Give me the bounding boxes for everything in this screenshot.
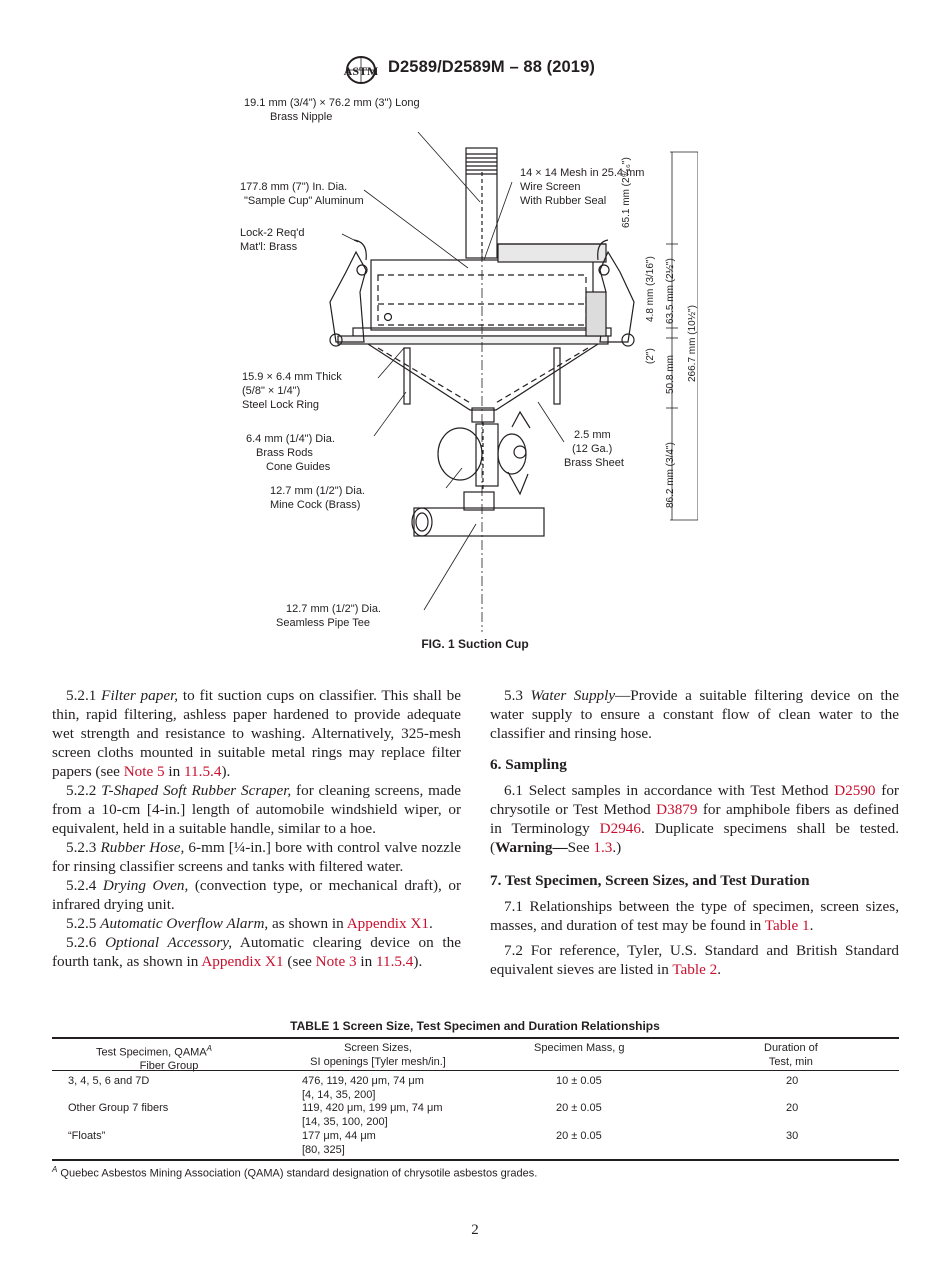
suction-cup-drawing [329,131,698,632]
section-11-5-4-link[interactable]: 11.5.4 [184,763,222,780]
table-header-mass: Specimen Mass, g [534,1042,625,1054]
paragraph-7-1: 7.1 Relationships between the type of sp… [490,898,899,934]
pipe-tee-label: 12.7 mm (1/2") Dia. Seamless Pipe Tee [276,603,381,629]
cell-duration: 20 [786,1075,799,1087]
table-header-duration: Duration of Test, min [764,1042,818,1068]
section-heading-test-specimen: 7. Test Specimen, Screen Sizes, and Test… [490,872,810,889]
figure-caption: FIG. 1 Suction Cup [421,637,529,651]
dimension-65mm: 65.1 mm (2⁹⁄₁₆") [621,157,632,228]
paragraph-5-2-2: 5.2.2 T-Shaped Soft Rubber Scraper, for … [52,782,461,837]
right-column: 5.3 Water Supply—Provide a suitable filt… [490,686,899,979]
lock-ring-label: 15.9 × 6.4 mm Thick (5/8" × 1/4") Steel … [242,371,342,411]
appendix-x1-link[interactable]: Appendix X1 [201,953,284,970]
cell-screen-sizes: 119, 420 μm, 199 μm, 74 μm[14, 35, 100, … [302,1102,443,1128]
page-header: ASTM D2589/D2589M – 88 (2019) [0,56,950,86]
cell-mass: 20 ± 0.05 [556,1130,602,1142]
brass-rods-label: 6.4 mm (1/4") Dia. Brass Rods Cone Guide… [246,433,335,473]
sample-cup-label: 177.8 mm (7") In. Dia. "Sample Cup" Alum… [240,181,364,207]
mesh-screen-label: 14 × 14 Mesh in 25.4 mm Wire Screen With… [520,167,645,207]
paragraph-7-2: 7.2 For reference, Tyler, U.S. Standard … [490,942,899,978]
table-footnote: A Quebec Asbestos Mining Association (QA… [52,1165,538,1180]
lock-label: Lock-2 Req'd Mat'l: Brass [240,227,305,253]
suction-cup-figure: 19.1 mm (3/4") × 76.2 mm (3") Long Brass… [228,92,698,642]
paragraph-5-2-6: 5.2.6 Optional Accessory, Automatic clea… [52,934,461,970]
cell-specimen: Other Group 7 fibers [68,1102,169,1114]
table-header-specimen: Test Specimen, QAMAA Fiber Group [96,1044,212,1073]
cell-mass: 20 ± 0.05 [556,1102,602,1114]
table-bottom-rule [52,1159,899,1161]
note-5-link[interactable]: Note 5 [123,763,165,780]
cell-screen-sizes: 177 μm, 44 μm[80, 325] [302,1130,376,1156]
table-1-link[interactable]: Table 1 [764,917,810,934]
left-column: 5.2.1 Filter paper, to fit suction cups … [52,686,461,971]
d2590-link[interactable]: D2590 [834,782,876,799]
mine-cock-label: 12.7 mm (1/2") Dia. Mine Cock (Brass) [270,485,365,511]
cell-duration: 30 [786,1130,799,1142]
dimension-86mm: 86.2 mm (3/4") [665,442,676,508]
dimension-266mm: 266.7 mm (10½") [687,305,698,382]
cell-screen-sizes: 476, 119, 420 μm, 74 μm[4, 14, 35, 200] [302,1075,424,1101]
table-header-rule [52,1070,899,1071]
paragraph-5-2-5: 5.2.5 Automatic Overflow Alarm, as shown… [66,915,433,932]
note-3-link[interactable]: Note 3 [315,953,357,970]
standard-designation: D2589/D2589M – 88 (2019) [388,58,595,76]
dimension-63-5mm: 63.5 mm (2½") [665,258,676,324]
paragraph-5-2-4: 5.2.4 Drying Oven, (convection type, or … [52,877,462,913]
nipple-label: 19.1 mm (3/4") × 76.2 mm (3") Long Brass… [244,97,420,123]
paragraph-5-2-1: 5.2.1 Filter paper, to fit suction cups … [52,687,461,780]
section-11-5-4-link[interactable]: 11.5.4 [376,953,414,970]
dimension-50-8mm: 50.8 mm [665,355,676,394]
section-1-3-link[interactable]: 1.3 [593,839,613,856]
cell-specimen: 3, 4, 5, 6 and 7D [68,1075,150,1087]
dimension-4-8mm: 4.8 mm (3/16") [645,256,656,322]
table-header-screen-sizes: Screen Sizes, SI openings [Tyler mesh/in… [310,1042,446,1068]
appendix-x1-link[interactable]: Appendix X1 [346,915,429,932]
table-2-link[interactable]: Table 2 [672,961,718,978]
astm-logo-icon: ASTM [344,56,378,84]
cell-duration: 20 [786,1102,799,1114]
cell-mass: 10 ± 0.05 [556,1075,602,1087]
section-heading-sampling: 6. Sampling [490,756,567,773]
paragraph-5-3: 5.3 Water Supply—Provide a suitable filt… [490,687,899,742]
cell-specimen: “Floats” [68,1130,106,1142]
d2946-link[interactable]: D2946 [599,820,641,837]
dimension-2in: (2") [645,348,656,364]
brass-sheet-label: 2.5 mm (12 Ga.) Brass Sheet [564,429,624,469]
paragraph-6-1: 6.1 Select samples in accordance with Te… [490,782,899,856]
table-top-rule [52,1037,899,1039]
table-title: TABLE 1 Screen Size, Test Specimen and D… [290,1019,660,1033]
paragraph-5-2-3: 5.2.3 Rubber Hose, 6-mm [¼-in.] bore wit… [52,839,461,875]
page-number: 2 [471,1222,479,1238]
d3879-link[interactable]: D3879 [656,801,698,818]
